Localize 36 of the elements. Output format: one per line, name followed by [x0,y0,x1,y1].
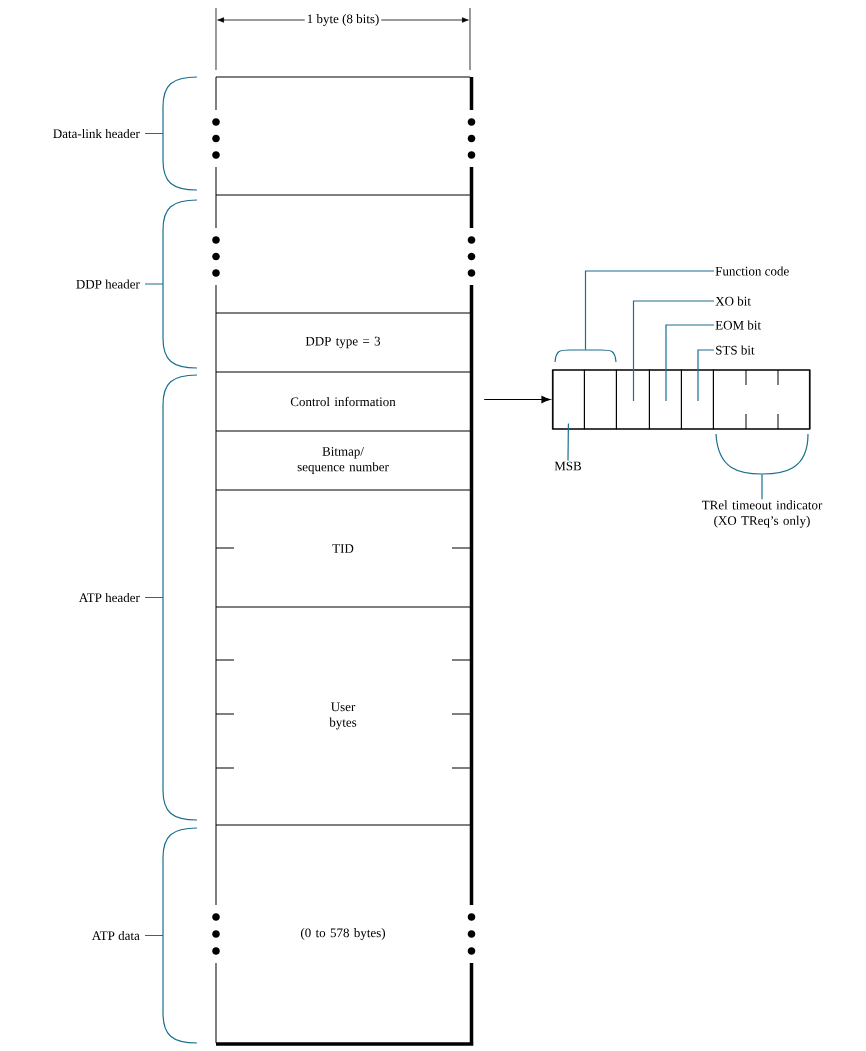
node-label: (0 to 578 bytes) [300,928,386,940]
leader-line [632,300,715,402]
callout-label: EOM bit [715,320,761,330]
field-box: TID [215,489,474,608]
field-box: User bytes [215,606,474,826]
leader-line [665,324,715,402]
section-label: Data-link header [53,128,140,139]
brace [554,349,617,363]
bit-cell [680,369,714,430]
bit-cell [712,369,810,430]
callout-label: MSB [554,461,582,471]
field-box [212,193,476,315]
leader-line [567,422,569,462]
callout-label: Function code [715,266,789,276]
section-label: DDP header [76,279,140,289]
bit-cell [615,369,650,430]
field-box [212,75,476,197]
bit-cell [583,369,617,430]
leader-line [697,349,715,402]
dimension-label: 1 byte (8 bits) [304,10,382,30]
arrow [483,395,551,404]
field-box: Control information [215,371,474,432]
leader-line [584,270,715,351]
field-box: DDP type = 3 [215,312,474,373]
section-label: ATP header [78,592,140,603]
field-box: (0 to 578 bytes) [212,823,476,1046]
callout-label: STS bit [716,345,755,355]
brace [715,433,809,475]
callout-label: TRel timeout indicator (XO TReq’s only) [701,500,823,528]
field-box: Bitmap/ sequence number [215,430,474,491]
leader-line [761,473,763,500]
bit-field-box [552,369,811,430]
callout-label: XO bit [715,296,751,306]
bit-cell [648,369,682,430]
bit-cell [551,369,585,430]
section-label: ATP data [91,930,140,941]
